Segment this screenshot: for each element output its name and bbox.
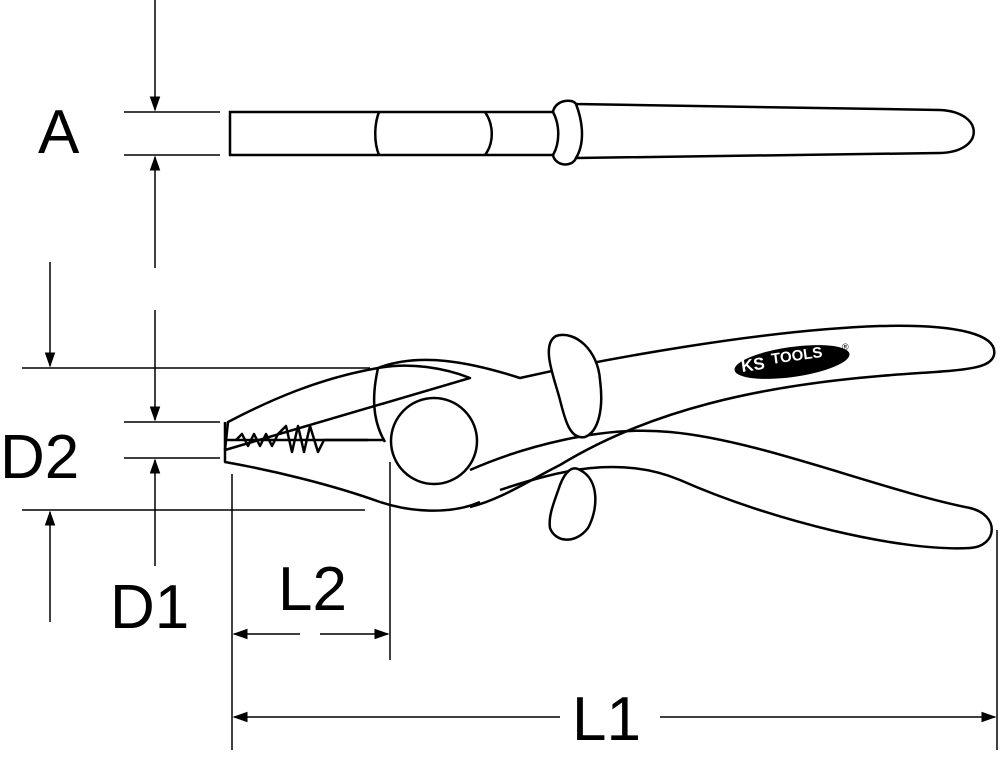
label-a: A: [38, 98, 80, 167]
label-l1: L1: [572, 685, 641, 754]
dimension-d1: [22, 262, 370, 622]
pliers-top-view: [228, 99, 975, 166]
dimension-l1: [232, 530, 998, 750]
label-l2: L2: [278, 555, 347, 624]
label-d1: D1: [110, 573, 189, 642]
logo-registered: ®: [842, 342, 849, 352]
pliers-side-view: [223, 324, 996, 550]
logo-tools: TOOLS: [770, 344, 823, 368]
label-d2: D2: [0, 423, 79, 492]
dimension-d2: [124, 310, 220, 566]
dimension-a: [124, 0, 220, 268]
dimension-l2: [231, 462, 391, 750]
logo-ks: KS: [740, 354, 766, 376]
ks-tools-logo: KS TOOLS ®: [734, 342, 850, 379]
